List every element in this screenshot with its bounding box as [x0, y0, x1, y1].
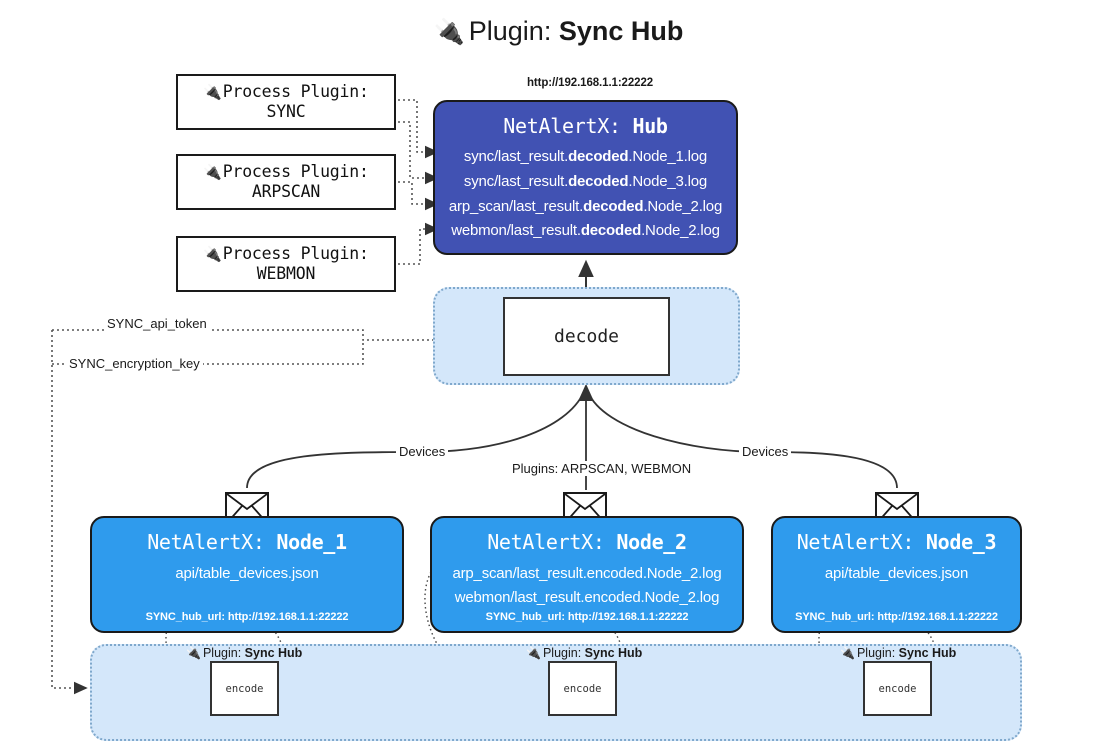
process-plugin-arpscan-line1: Process Plugin: [222, 162, 369, 182]
process-plugin-webmon-line2: WEBMON [256, 264, 316, 284]
hub-title-prefix: NetAlertX: [503, 114, 633, 138]
node-1-lines: api/table_devices.json [92, 562, 402, 586]
encode-box-2[interactable]: encode [548, 661, 617, 716]
encode-plugin-label-1: 🔌Plugin: Sync Hub [186, 646, 303, 660]
wire-sync-to-hub-log2 [398, 121, 439, 185]
edge-label-devices-left: Devices [396, 444, 449, 459]
node-3[interactable]: NetAlertX: Node_3 api/table_devices.json… [771, 516, 1022, 633]
plug-icon: 🔌 [203, 83, 222, 102]
wire-webmon-to-hub-log4 [398, 222, 439, 265]
node-1[interactable]: NetAlertX: Node_1 api/table_devices.json… [90, 516, 404, 633]
encode-plugin-label-3: 🔌Plugin: Sync Hub [840, 646, 957, 660]
node-3-hub-url: SYNC_hub_url: http://192.168.1.1:22222 [795, 611, 998, 623]
edge-label-encryption-key: SYNC_encryption_key [66, 356, 203, 371]
plug-icon: 🔌 [203, 245, 222, 264]
plug-icon: 🔌 [526, 646, 541, 660]
process-plugin-sync[interactable]: 🔌Process Plugin: SYNC [176, 74, 396, 130]
node-1-hub-url: SYNC_hub_url: http://192.168.1.1:22222 [145, 611, 349, 623]
decode-box[interactable]: decode [503, 297, 670, 376]
wire-arpscan-to-hub-log3 [398, 181, 439, 211]
process-plugin-webmon[interactable]: 🔌Process Plugin: WEBMON [176, 236, 396, 292]
page-title-prefix: Plugin: [468, 16, 559, 46]
hub-log-line: webmon/last_result.decoded.Node_2.log [451, 222, 720, 240]
wire-sync-to-hub-log1 [398, 99, 439, 159]
hub-title: NetAlertX: Hub [435, 114, 736, 138]
node-2-lines: arp_scan/last_result.encoded.Node_2.log … [432, 562, 742, 611]
node-3-line: api/table_devices.json [824, 565, 969, 582]
page-title: 🔌Plugin: Sync Hub [0, 16, 1117, 47]
process-plugin-arpscan[interactable]: 🔌Process Plugin: ARPSCAN [176, 154, 396, 210]
page-title-name: Sync Hub [558, 16, 684, 46]
node-2-hub-url: SYNC_hub_url: http://192.168.1.1:22222 [485, 611, 689, 623]
hub-log-list: sync/last_result.decoded.Node_1.log sync… [435, 145, 736, 244]
plug-icon: 🔌 [840, 646, 855, 660]
process-plugin-webmon-line1: Process Plugin: [222, 244, 369, 264]
node-2-title: NetAlertX: Node_2 [487, 530, 687, 554]
hub-log-line: sync/last_result.decoded.Node_3.log [463, 172, 708, 190]
node-2-line: webmon/last_result.encoded.Node_2.log [454, 589, 720, 607]
hub-log-line: sync/last_result.decoded.Node_1.log [463, 148, 708, 165]
process-plugin-sync-line1: Process Plugin: [222, 82, 369, 102]
edge-label-api-token: SYNC_api_token [104, 316, 210, 331]
encode-box-1[interactable]: encode [210, 661, 279, 716]
edge-label-devices-right: Devices [739, 444, 792, 459]
process-plugin-arpscan-line2: ARPSCAN [251, 182, 321, 202]
plug-icon: 🔌 [186, 646, 201, 660]
encode-box-3[interactable]: encode [863, 661, 932, 716]
wire-token-to-encode-region [51, 330, 88, 695]
node-2[interactable]: NetAlertX: Node_2 arp_scan/last_result.e… [430, 516, 744, 633]
hub-log-line: arp_scan/last_result.decoded.Node_2.log [448, 197, 723, 215]
edge-label-plugins: Plugins: ARPSCAN, WEBMON [509, 461, 695, 476]
plug-icon: 🔌 [433, 18, 465, 46]
process-plugin-sync-line2: SYNC [266, 102, 306, 122]
hub-url-label: http://192.168.1.1:22222 [526, 77, 654, 89]
plug-icon: 🔌 [203, 163, 222, 182]
node-3-lines: api/table_devices.json [773, 562, 1020, 586]
node-3-title: NetAlertX: Node_3 [796, 530, 997, 554]
encode-plugin-label-2: 🔌Plugin: Sync Hub [526, 646, 643, 660]
node-1-title: NetAlertX: Node_1 [147, 530, 347, 554]
node-2-line: arp_scan/last_result.encoded.Node_2.log [452, 565, 722, 582]
node-1-line: api/table_devices.json [175, 565, 319, 582]
hub-title-name: Hub [632, 114, 668, 138]
hub-node[interactable]: NetAlertX: Hub sync/last_result.decoded.… [433, 100, 738, 255]
